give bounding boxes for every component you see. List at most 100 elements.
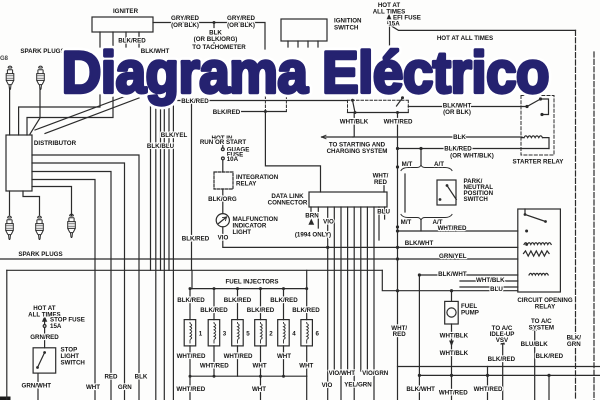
svg-text:BLK/BLU: BLK/BLU — [147, 143, 175, 150]
svg-text:FUEL INJECTORS: FUEL INJECTORS — [225, 279, 278, 286]
svg-text:A/T: A/T — [433, 219, 443, 226]
svg-text:VIO: VIO — [322, 382, 333, 389]
svg-text:RED: RED — [104, 373, 118, 380]
svg-text:INDICATOR: INDICATOR — [233, 223, 267, 230]
svg-text:WHT/: WHT/ — [373, 173, 389, 180]
svg-text:A/T: A/T — [434, 161, 444, 168]
svg-text:ALL TIMES: ALL TIMES — [373, 9, 406, 16]
svg-text:(OR BLK): (OR BLK) — [171, 22, 199, 29]
svg-text:PARK/: PARK/ — [464, 178, 483, 185]
svg-text:WHT/RED: WHT/RED — [176, 386, 205, 393]
svg-text:BLK/RED: BLK/RED — [270, 297, 298, 304]
svg-text:BLK/RED: BLK/RED — [182, 236, 210, 243]
svg-text:GRN/YEL: GRN/YEL — [439, 253, 467, 260]
svg-text:BLU: BLU — [377, 209, 390, 216]
svg-text:STARTER RELAY: STARTER RELAY — [513, 159, 565, 166]
svg-text:BLK/RED: BLK/RED — [488, 356, 516, 363]
svg-text:IGNITION: IGNITION — [334, 18, 362, 25]
svg-text:BLK/ORG: BLK/ORG — [208, 196, 237, 203]
svg-text:BLK/RED: BLK/RED — [224, 297, 252, 304]
svg-text:NEUTRAL: NEUTRAL — [464, 184, 494, 191]
svg-text:INTEGRATION: INTEGRATION — [236, 174, 279, 181]
svg-text:HOT AT ALL TIMES: HOT AT ALL TIMES — [437, 35, 493, 42]
svg-text:4: 4 — [292, 331, 296, 338]
svg-text:VIO/WHT: VIO/WHT — [329, 370, 356, 377]
svg-text:WHT: WHT — [299, 363, 313, 370]
svg-text:BLU/BLK: BLU/BLK — [521, 341, 549, 348]
svg-text:BLK/: BLK/ — [567, 335, 582, 342]
svg-text:TO A/C: TO A/C — [531, 318, 552, 325]
svg-text:WHT: WHT — [253, 363, 267, 370]
svg-text:PUMP: PUMP — [461, 310, 479, 317]
svg-text:MALFUNCTION: MALFUNCTION — [233, 216, 279, 223]
svg-text:SWITCH: SWITCH — [61, 360, 86, 367]
svg-text:WHT/BLK: WHT/BLK — [476, 277, 505, 284]
svg-text:HOT AT: HOT AT — [33, 305, 56, 312]
svg-text:SPARK PLUGS: SPARK PLUGS — [18, 251, 62, 258]
svg-text:BLK/RED: BLK/RED — [200, 307, 228, 314]
svg-text:(OR BLK): (OR BLK) — [443, 109, 471, 116]
svg-text:CONNECTOR: CONNECTOR — [268, 200, 308, 207]
svg-text:WHT/RED: WHT/RED — [439, 390, 468, 397]
svg-text:RELAY: RELAY — [236, 181, 257, 188]
svg-text:G8: G8 — [0, 56, 9, 62]
svg-text:WHT: WHT — [86, 384, 100, 391]
svg-text:WHT/BLK: WHT/BLK — [440, 350, 469, 357]
svg-text:LIGHT: LIGHT — [233, 229, 252, 236]
svg-text:BLK/RED: BLK/RED — [292, 307, 320, 314]
svg-text:YEL/GRN: YEL/GRN — [344, 381, 372, 388]
svg-text:FUSE: FUSE — [227, 151, 244, 158]
svg-text:RED: RED — [374, 179, 388, 186]
svg-text:GUAGE: GUAGE — [227, 147, 250, 154]
svg-text:BLK/RED: BLK/RED — [247, 307, 275, 314]
svg-text:10A: 10A — [227, 156, 239, 163]
svg-text:VIO: VIO — [218, 234, 229, 241]
svg-text:5: 5 — [246, 331, 250, 338]
svg-text:TO A/C: TO A/C — [492, 325, 513, 332]
svg-text:BLU: BLU — [490, 286, 503, 293]
svg-text:GRY/RED: GRY/RED — [171, 15, 199, 22]
svg-text:15A: 15A — [388, 21, 400, 28]
svg-text:SWITCH: SWITCH — [334, 25, 359, 32]
svg-text:RUN OR START: RUN OR START — [200, 139, 247, 146]
svg-text:(1994 ONLY): (1994 ONLY) — [295, 232, 331, 239]
svg-text:POSITION: POSITION — [464, 190, 494, 197]
svg-text:WHT/RED: WHT/RED — [177, 353, 206, 360]
svg-text:WHT/BLK: WHT/BLK — [440, 333, 469, 340]
svg-text:BLK/WHT: BLK/WHT — [405, 240, 434, 247]
svg-text:BRN: BRN — [305, 213, 319, 220]
svg-text:BLK: BLK — [209, 30, 222, 37]
svg-text:WHT: WHT — [252, 386, 266, 393]
svg-text:WHT/RED: WHT/RED — [384, 119, 413, 126]
svg-text:DATA LINK: DATA LINK — [271, 193, 304, 200]
svg-text:WHT/BLK: WHT/BLK — [340, 119, 369, 126]
svg-text:1: 1 — [199, 331, 203, 338]
svg-text:STOP FUSE: STOP FUSE — [50, 317, 85, 324]
svg-text:IDLE-UP: IDLE-UP — [490, 331, 515, 338]
svg-text:Diagrama Eléctrico: Diagrama Eléctrico — [62, 41, 549, 106]
svg-text:BLK/RED: BLK/RED — [181, 98, 209, 105]
svg-text:BLK/WHT: BLK/WHT — [141, 48, 170, 55]
svg-text:2: 2 — [269, 331, 273, 338]
svg-text:GRN: GRN — [567, 341, 581, 348]
svg-text:Diagrama Eléctrico: Diagrama Eléctrico — [62, 41, 549, 106]
svg-text:WHT/RED: WHT/RED — [200, 363, 229, 370]
svg-text:BLK/WHT: BLK/WHT — [443, 102, 472, 109]
svg-text:GRN: GRN — [118, 384, 132, 391]
svg-text:DISTRIBUTOR: DISTRIBUTOR — [34, 140, 77, 147]
svg-text:SYSTEM: SYSTEM — [529, 324, 554, 331]
svg-text:LIGHT: LIGHT — [61, 353, 80, 360]
svg-text:6: 6 — [316, 331, 320, 338]
svg-text:BLK/RED: BLK/RED — [213, 109, 241, 116]
svg-text:STOP: STOP — [61, 347, 78, 354]
svg-text:BLK/RED: BLK/RED — [177, 297, 205, 304]
svg-text:M/T: M/T — [402, 161, 413, 168]
svg-text:SPARK PLUGS: SPARK PLUGS — [20, 48, 64, 55]
svg-text:VIO: VIO — [323, 219, 334, 226]
svg-text:BLK: BLK — [453, 134, 466, 141]
svg-text:RED: RED — [393, 331, 407, 338]
svg-text:WHT: WHT — [277, 353, 291, 360]
svg-text:M/T: M/T — [401, 219, 412, 226]
svg-text:VIO/GRN: VIO/GRN — [362, 370, 389, 377]
svg-text:15A: 15A — [50, 323, 62, 330]
